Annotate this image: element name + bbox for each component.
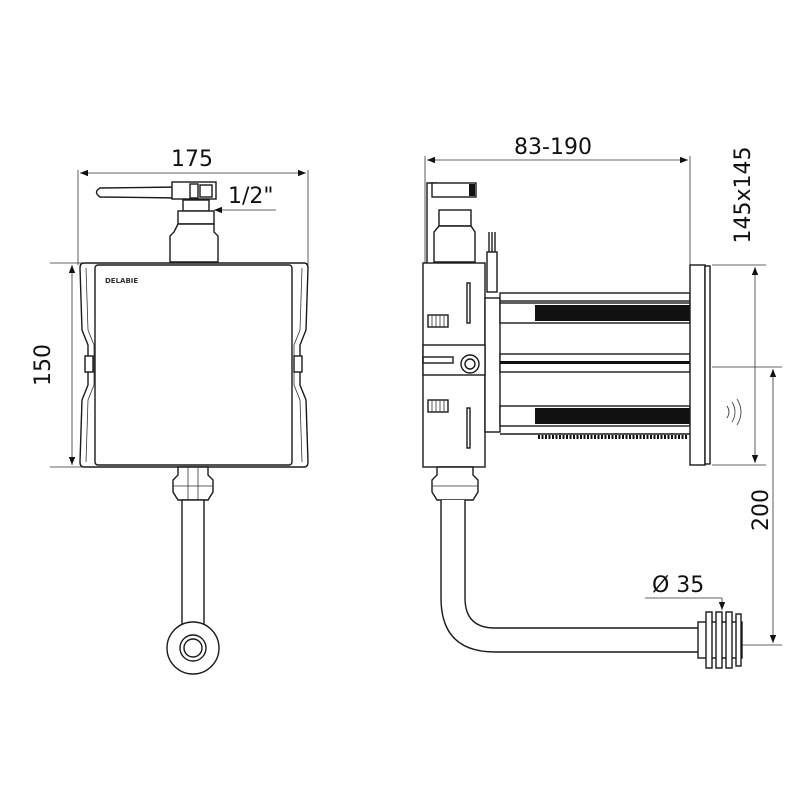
vent-slots <box>427 314 449 413</box>
extension-rods <box>499 292 691 439</box>
drain-diameter-dimension: Ø 35 <box>645 573 726 610</box>
drain-diameter-label: Ø 35 <box>652 573 704 598</box>
plate-label: 145x145 <box>731 146 756 243</box>
drain-height-dimension: 200 <box>712 366 782 646</box>
mounting-box-side <box>422 262 501 468</box>
sensor-wave-icon <box>726 398 742 426</box>
height-dimension-150: 150 <box>31 262 82 468</box>
connection-dimension: 1/2" <box>214 184 276 214</box>
side-view: 83-190 145x145 200 <box>422 135 782 669</box>
inlet-valve <box>95 181 219 263</box>
depth-label: 83-190 <box>514 135 592 160</box>
depth-dimension: 83-190 <box>424 135 691 265</box>
connection-label: 1/2" <box>228 184 274 209</box>
inlet-valve-side <box>426 182 498 293</box>
drain-fitting <box>697 611 743 669</box>
front-view: 175 1/2" 150 <box>31 147 309 675</box>
drain-height-label: 200 <box>749 489 774 531</box>
mounting-box: DELABIE <box>79 262 309 468</box>
sensor-plate <box>689 264 742 466</box>
width-label: 175 <box>171 147 213 172</box>
drain-pipe-front <box>166 466 220 675</box>
delabie-logo: DELABIE <box>105 277 138 285</box>
plate-dimension: 145x145 <box>712 146 766 466</box>
drain-pipe-side <box>431 466 743 669</box>
height-label: 150 <box>31 344 56 386</box>
width-dimension-175: 175 <box>77 147 309 265</box>
